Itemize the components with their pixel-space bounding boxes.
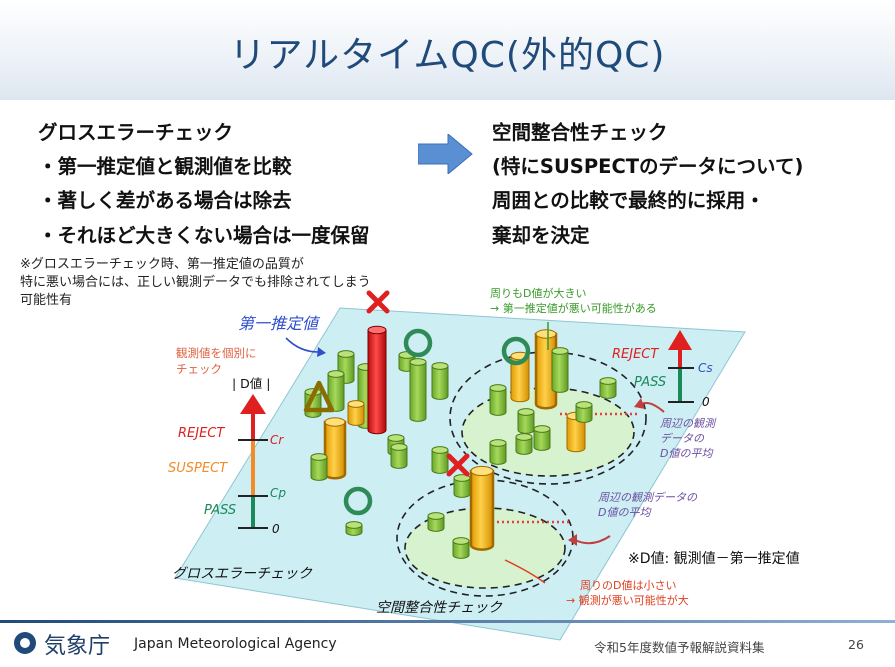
reject-x-mark-bottom — [446, 453, 470, 477]
spatial-check-label: 空間整合性チェック — [376, 600, 503, 616]
spatial-check-scale — [668, 330, 694, 403]
right-line-3: 棄却を決定 — [492, 224, 590, 247]
right-heading: 空間整合性チェック — [492, 121, 668, 144]
doc-title: 令和5年度数値予報解説資料集 — [594, 640, 765, 655]
observation-cylinder — [310, 453, 328, 481]
pass-circle-mark-1 — [403, 328, 433, 358]
page-number: 26 — [848, 637, 864, 652]
first-guess-label: 第一推定値 — [238, 314, 321, 333]
left-bullet-1: ・第一推定値と観測値を比較 — [38, 155, 292, 178]
observation-cylinder — [409, 358, 427, 422]
pass-label-right: PASS — [634, 375, 666, 390]
observation-cylinder — [575, 401, 593, 423]
reject-label-right: REJECT — [612, 347, 659, 362]
observation-cylinder — [452, 537, 470, 559]
suspect-observation-cylinder — [323, 417, 347, 480]
d-definition-label: ※D値: 観測値－第一推定値 — [628, 550, 800, 567]
slide-title: リアルタイムQC(外的QC) — [229, 35, 666, 76]
reject-label-left: REJECT — [178, 426, 225, 441]
left-bullet-3: ・それほど大きくない場合は一度保留 — [38, 224, 370, 247]
zero-label-left: 0 — [272, 522, 280, 536]
bottom-note-line-1: 周りのD値は小さい — [580, 579, 676, 592]
bottom-note-line-2: → 観測が悪い可能性が大 — [566, 593, 689, 607]
individual-check-label-2: チェック — [176, 362, 222, 376]
gross-check-scale — [238, 394, 268, 529]
observation-cylinder — [327, 370, 345, 412]
pass-circle-mark-3 — [343, 486, 373, 516]
observation-cylinder — [517, 408, 535, 434]
observation-cylinder — [390, 443, 408, 469]
cp-label: Cp — [270, 486, 286, 500]
first-guess-cylinder — [367, 325, 387, 435]
note-line-1: ※グロスエラーチェック時、第一推定値の品質が — [20, 257, 304, 272]
note-line-2: 特に悪い場合には、正しい観測データでも排除されてしまう — [20, 275, 371, 290]
neighbor-avg-1-line-3: D値の平均 — [660, 447, 714, 460]
cs-label: Cs — [698, 361, 713, 375]
note-line-3: 可能性有 — [20, 293, 73, 308]
jma-logo-inner — [20, 638, 30, 648]
neighbor-avg-1-line-1: 周辺の観測 — [660, 417, 717, 430]
observation-cylinder — [431, 446, 449, 474]
observation-cylinder — [533, 425, 551, 451]
observation-cylinder — [431, 362, 449, 400]
observation-cylinder — [345, 521, 363, 536]
d-value-axis-label: | D値 | — [232, 376, 271, 391]
suspect-observation-cylinder — [469, 465, 495, 551]
observation-cylinder — [427, 512, 445, 532]
title-band — [0, 0, 895, 100]
top-note-line-2: → 第一推定値が悪い可能性がある — [490, 301, 657, 315]
observation-cylinder — [489, 384, 507, 416]
individual-check-label-1: 観測値を個別に — [176, 346, 257, 360]
right-arrow-icon — [418, 134, 473, 174]
right-line-1: (特にSUSPECTのデータについて) — [492, 155, 804, 178]
neighbor-avg-1-line-2: データの — [660, 432, 705, 445]
suspect-observation-cylinder — [347, 400, 365, 426]
neighbor-avg-2-line-2: D値の平均 — [598, 506, 652, 519]
right-line-2: 周囲との比較で最終的に採用・ — [492, 189, 765, 212]
top-note-line-1: 周りもD値が大きい — [490, 286, 586, 300]
first-guess-pointer — [285, 337, 319, 353]
neighbor-avg-2-line-1: 周辺の観測データの — [598, 491, 698, 504]
suspect-label: SUSPECT — [168, 461, 228, 476]
suspect-observation-cylinder — [534, 329, 558, 410]
cr-label: Cr — [270, 433, 284, 447]
left-heading: グロスエラーチェック — [38, 121, 234, 144]
cylinders — [304, 325, 617, 559]
footer-divider — [0, 620, 895, 623]
observation-cylinder — [515, 433, 533, 455]
agency-name-jp: 気象庁 — [44, 634, 111, 659]
observation-cylinder — [489, 439, 507, 465]
observation-cylinder — [453, 474, 471, 498]
zero-label-right: 0 — [702, 395, 710, 409]
observation-cylinder — [599, 377, 617, 399]
observation-cylinder — [551, 347, 569, 393]
pass-circle-mark-2 — [501, 336, 531, 366]
left-bullet-2: ・著しく差がある場合は除去 — [38, 189, 292, 212]
reject-x-mark-top — [366, 290, 390, 314]
gross-check-label: グロスエラーチェック — [172, 566, 313, 582]
neighbor-avg-pointer-top — [641, 402, 665, 413]
suspect-triangle-mark — [303, 380, 335, 413]
agency-name-en: Japan Meteorological Agency — [134, 636, 337, 652]
neighbor-avg-pointer-bottom — [574, 535, 611, 545]
pass-label-left: PASS — [204, 503, 236, 518]
bottom-note-pointer — [504, 559, 546, 584]
